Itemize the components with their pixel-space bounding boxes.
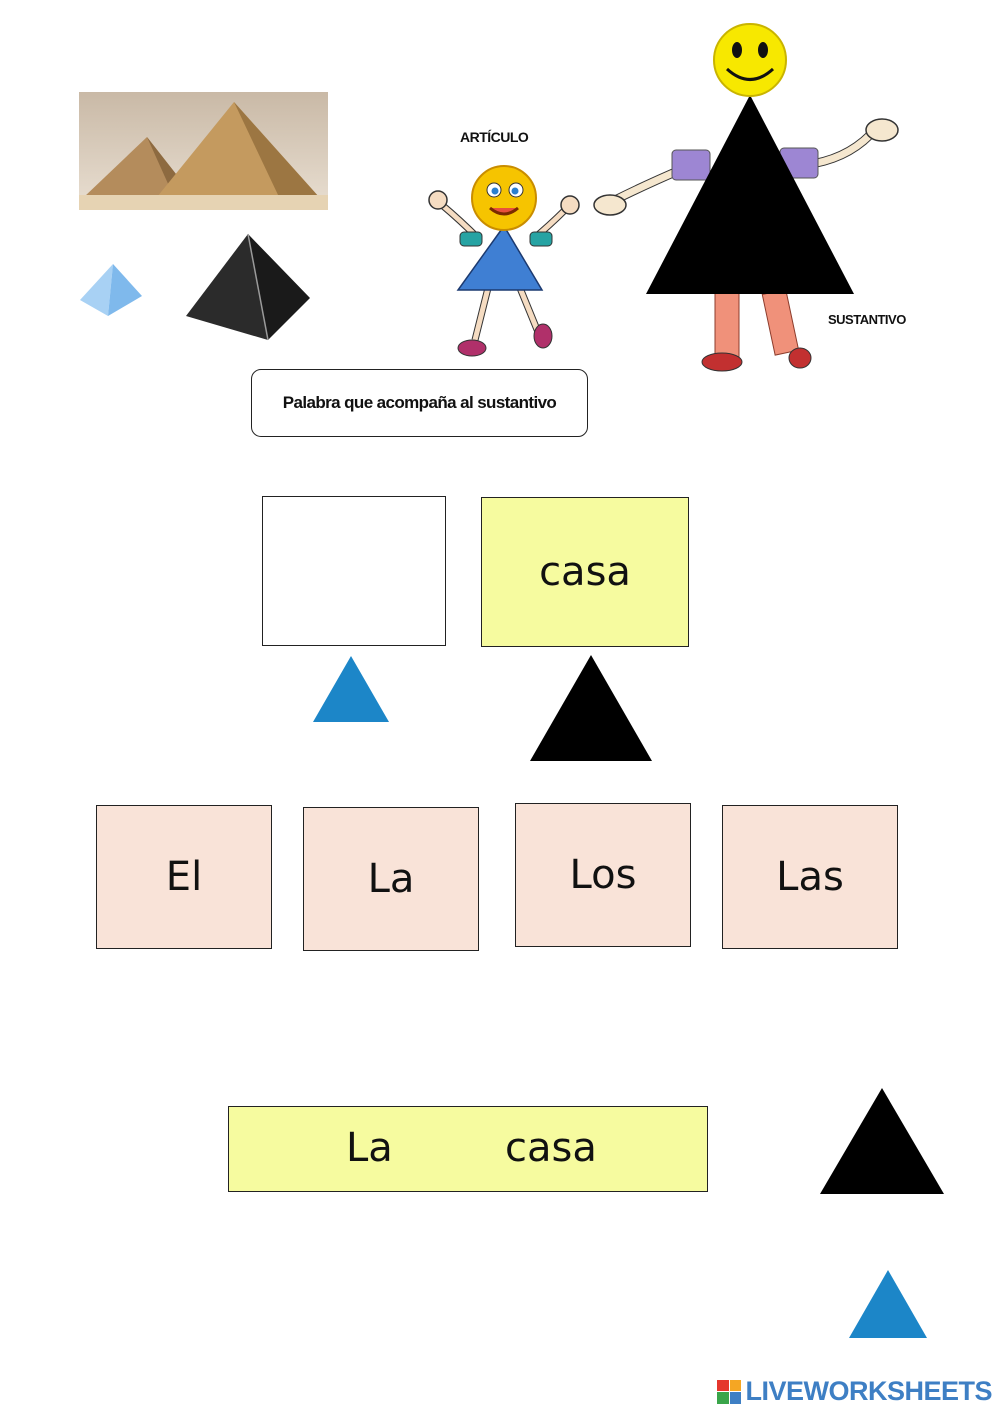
answer-article: La <box>346 1125 393 1171</box>
blue-triangle-icon <box>311 654 391 724</box>
articulo-label: ARTÍCULO <box>460 129 529 145</box>
article-drop-box[interactable] <box>262 496 446 646</box>
article-option-las[interactable]: Las <box>722 805 898 949</box>
black-triangle-icon <box>528 653 654 763</box>
noun-black-triangle-icon <box>818 1086 946 1196</box>
sustantivo-label: SUSTANTIVO <box>828 312 906 327</box>
answer-bar: La casa <box>228 1106 708 1192</box>
article-option-la[interactable]: La <box>303 807 479 951</box>
liveworksheets-brand: LIVEWORKSHEETS <box>717 1376 992 1407</box>
definition-box: Palabra que acompaña al sustantivo <box>251 369 588 437</box>
noun-box: casa <box>481 497 689 647</box>
sustantivo-character <box>590 20 910 380</box>
brand-text: LIVEWORKSHEETS <box>745 1376 992 1406</box>
liveworksheets-logo-icon <box>717 1379 742 1404</box>
pyramids-photo <box>79 92 328 210</box>
large-pyramid-icon <box>184 232 312 342</box>
articulo-character <box>420 160 590 365</box>
answer-noun: casa <box>505 1125 597 1171</box>
article-option-el[interactable]: El <box>96 805 272 949</box>
article-option-los[interactable]: Los <box>515 803 691 947</box>
small-pyramid-icon <box>78 262 144 318</box>
article-blue-triangle-icon <box>847 1268 929 1340</box>
